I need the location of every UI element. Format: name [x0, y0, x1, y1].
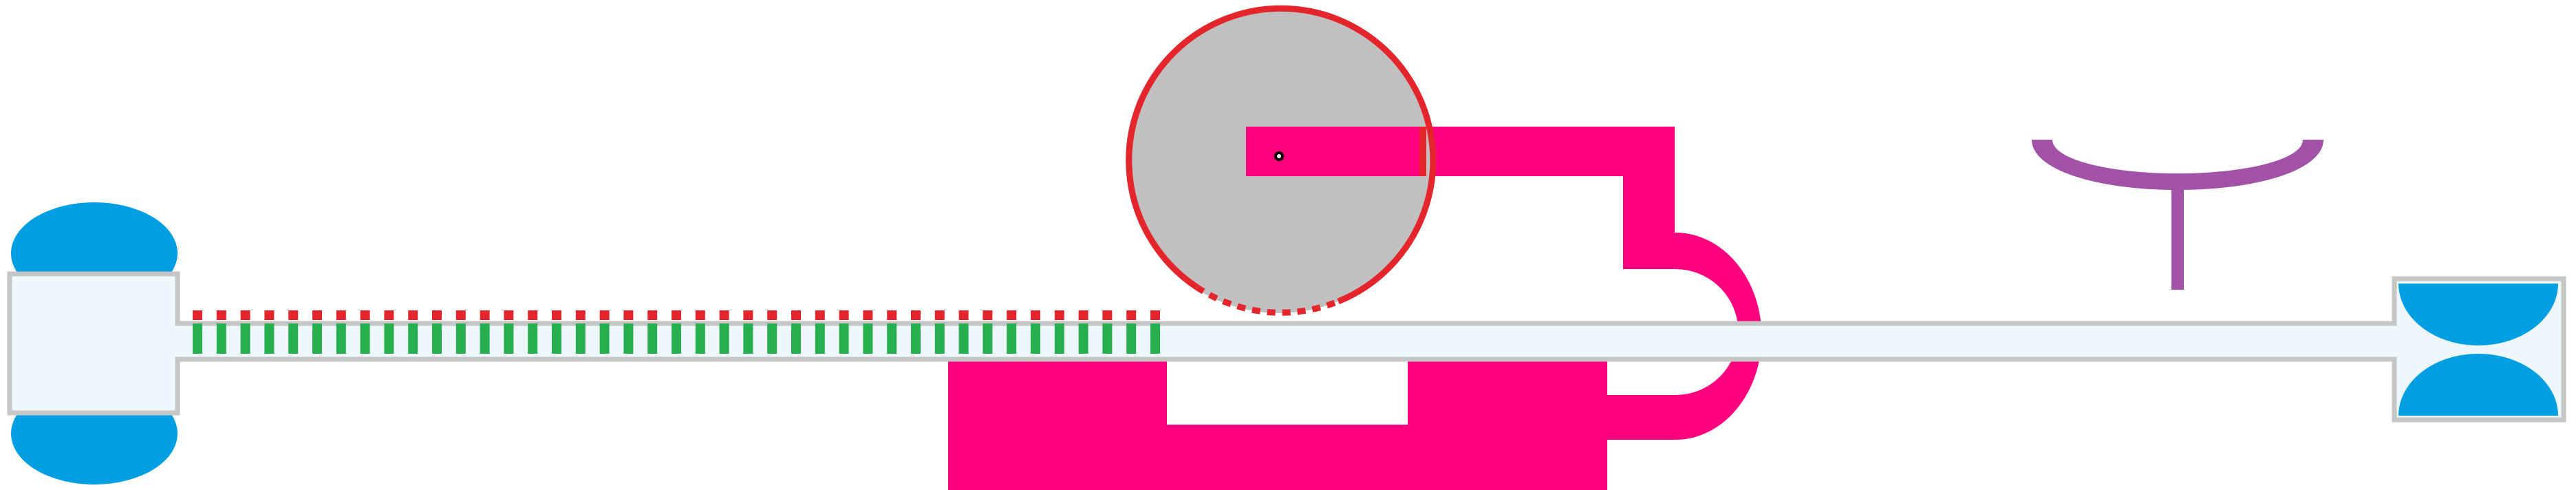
red-dash: [432, 310, 442, 320]
red-dash: [695, 310, 705, 320]
pivot-center: [1277, 154, 1281, 158]
red-dash: [1150, 310, 1160, 320]
green-tooth: [1102, 323, 1113, 354]
green-tooth: [767, 323, 777, 354]
green-tooth: [432, 323, 442, 354]
purple-dish: [2032, 140, 2323, 290]
green-tooth: [552, 323, 561, 354]
green-tooth: [408, 323, 418, 354]
red-dash: [839, 310, 849, 320]
green-tooth: [887, 323, 897, 354]
green-tooth: [863, 323, 873, 354]
green-tooth: [528, 323, 538, 354]
red-dash: [1007, 310, 1017, 320]
green-tooth: [958, 323, 969, 354]
red-dash: [264, 310, 275, 320]
green-tooth: [719, 323, 729, 354]
green-tooth: [599, 323, 610, 354]
red-dash: [863, 310, 873, 320]
red-dash: [504, 310, 514, 320]
green-tooth: [504, 323, 514, 354]
green-tooth: [216, 323, 226, 354]
green-tooth: [623, 323, 634, 354]
red-dash: [575, 310, 586, 320]
green-tooth: [1054, 323, 1064, 354]
green-tooth: [839, 323, 849, 354]
red-dash: [384, 310, 394, 320]
pink-lower-frame: [948, 361, 1607, 490]
pink-side-hook: [1607, 233, 1762, 440]
green-tooth: [1078, 323, 1088, 354]
green-tooth: [264, 323, 275, 354]
horizontal-channel: [7, 271, 2566, 423]
red-dash: [360, 310, 370, 320]
green-tooth: [312, 323, 322, 354]
red-dash: [1078, 310, 1088, 320]
red-dash: [288, 310, 299, 320]
red-dash: [719, 310, 729, 320]
red-dash: [743, 310, 753, 320]
green-teeth-rack: [193, 323, 1160, 354]
red-dash: [408, 310, 418, 320]
green-tooth: [695, 323, 705, 354]
green-tooth: [336, 323, 346, 354]
green-tooth: [1007, 323, 1017, 354]
red-dash: [193, 310, 202, 320]
red-dash: [791, 310, 801, 320]
pink-crank-bar: [1246, 127, 1426, 176]
right-bottom-blue-dome: [2398, 354, 2558, 416]
green-tooth: [647, 323, 658, 354]
red-dash: [1126, 310, 1137, 320]
red-dash: [958, 310, 969, 320]
red-dash: [1102, 310, 1113, 320]
red-dash: [599, 310, 610, 320]
red-dash: [911, 310, 921, 320]
red-dash: [552, 310, 561, 320]
green-tooth: [911, 323, 921, 354]
red-dash: [983, 310, 993, 320]
red-dash: [240, 310, 250, 320]
disc-red-rim: [1126, 5, 1437, 305]
disc-red-rim-dashed: [1194, 284, 1340, 316]
red-dash: [623, 310, 634, 320]
red-dash: [672, 310, 681, 320]
red-dash: [815, 310, 825, 320]
green-tooth: [288, 323, 299, 354]
green-tooth: [384, 323, 394, 354]
red-dash-row: [193, 310, 1160, 320]
green-tooth: [1031, 323, 1040, 354]
green-tooth: [934, 323, 945, 354]
disc-rim-overlap: [1419, 127, 1426, 176]
right-top-blue-dome: [2398, 284, 2558, 345]
red-dash: [767, 310, 777, 320]
green-tooth: [575, 323, 586, 354]
green-tooth: [791, 323, 801, 354]
green-tooth: [455, 323, 466, 354]
green-tooth: [983, 323, 993, 354]
green-tooth: [815, 323, 825, 354]
green-tooth: [743, 323, 753, 354]
green-tooth: [193, 323, 202, 354]
red-dash: [455, 310, 466, 320]
green-tooth: [240, 323, 250, 354]
red-dash: [1054, 310, 1064, 320]
green-tooth: [1126, 323, 1137, 354]
green-tooth: [360, 323, 370, 354]
red-dash: [647, 310, 658, 320]
red-dash: [312, 310, 322, 320]
red-dash: [480, 310, 490, 320]
red-dash: [528, 310, 538, 320]
red-dash: [216, 310, 226, 320]
green-tooth: [1150, 323, 1160, 354]
green-tooth: [480, 323, 490, 354]
red-dash: [1031, 310, 1040, 320]
green-tooth: [672, 323, 681, 354]
red-dash: [934, 310, 945, 320]
red-dash: [887, 310, 897, 320]
red-dash: [336, 310, 346, 320]
